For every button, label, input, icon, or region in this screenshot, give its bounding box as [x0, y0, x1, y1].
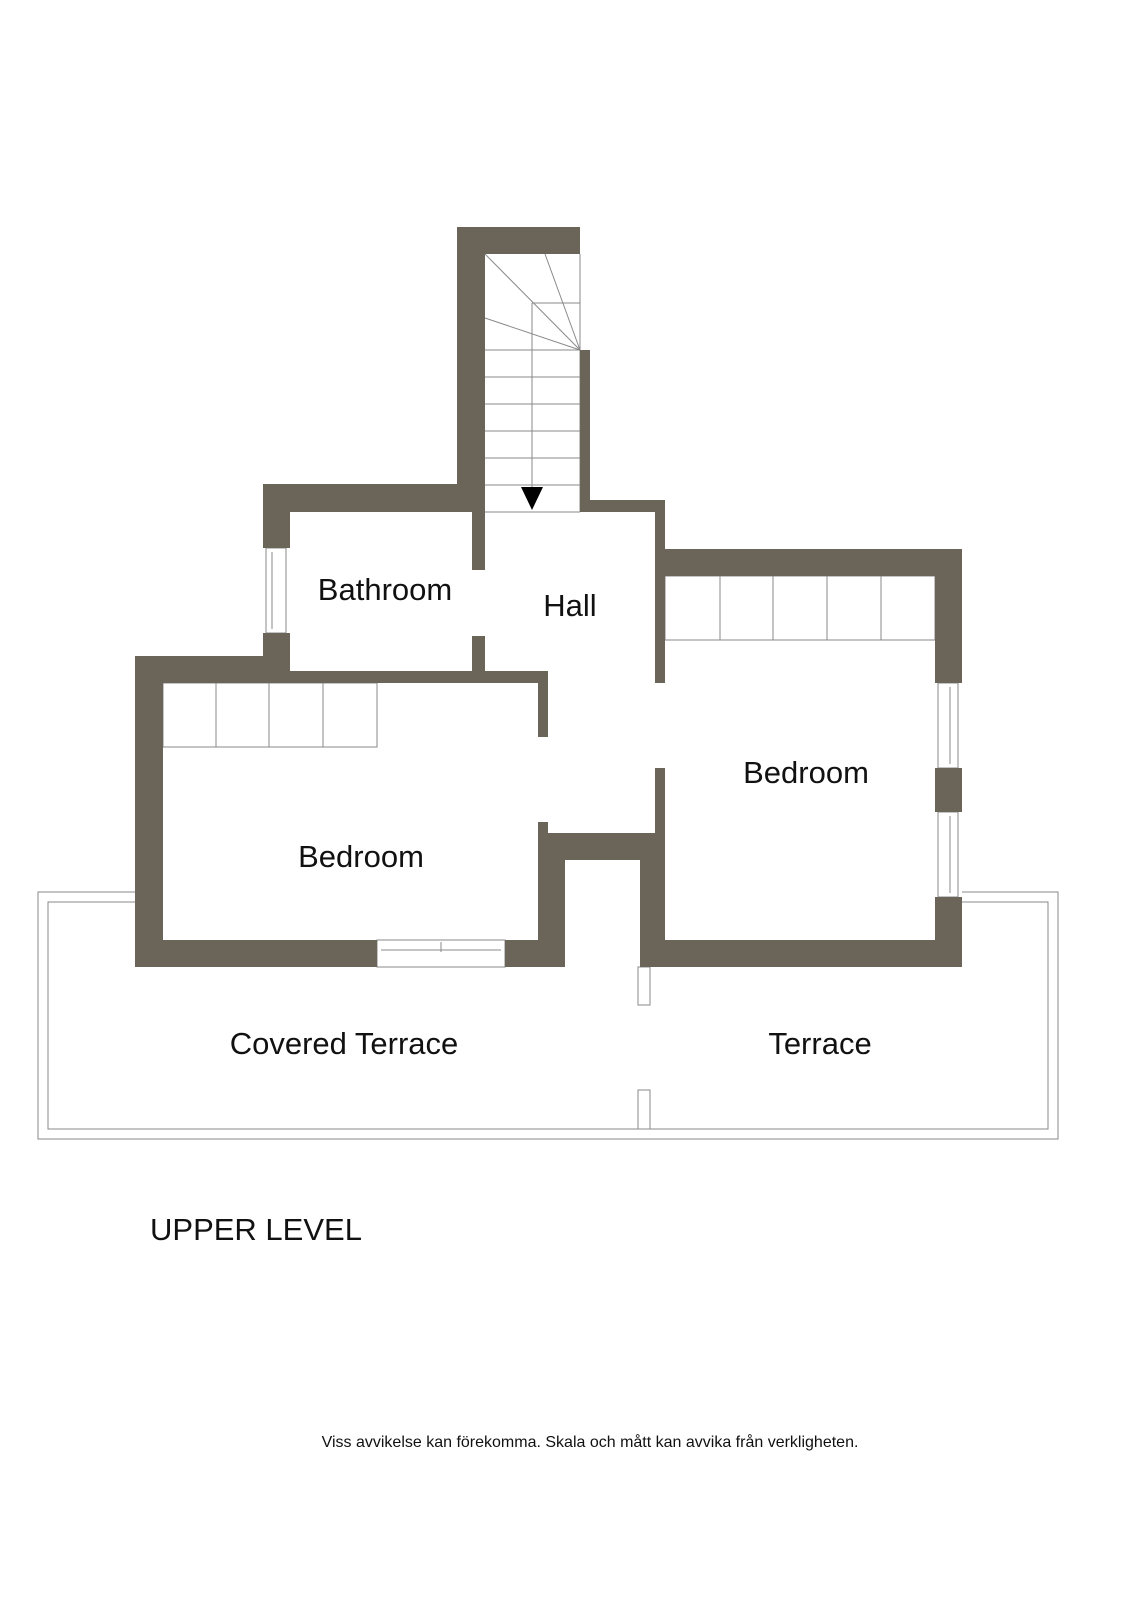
stair-direction-arrow-icon — [521, 487, 543, 510]
disclaimer: Viss avvikelse kan förekomma. Skala och … — [321, 1434, 859, 1451]
room-label-bedroom-left: Bedroom — [298, 839, 424, 874]
room-label-terrace: Terrace — [768, 1026, 872, 1061]
level-title: UPPER LEVEL — [150, 1212, 362, 1247]
staircase — [484, 253, 581, 513]
room-label-bathroom: Bathroom — [317, 572, 453, 607]
wardrobe-right — [664, 575, 936, 641]
room-label-hall: Hall — [543, 588, 597, 623]
wardrobe-left — [162, 682, 378, 748]
terrace-outline — [37, 891, 1059, 1140]
room-label-bedroom-right: Bedroom — [743, 755, 869, 790]
room-label-covered-terrace: Covered Terrace — [229, 1026, 459, 1061]
walls — [135, 227, 962, 967]
